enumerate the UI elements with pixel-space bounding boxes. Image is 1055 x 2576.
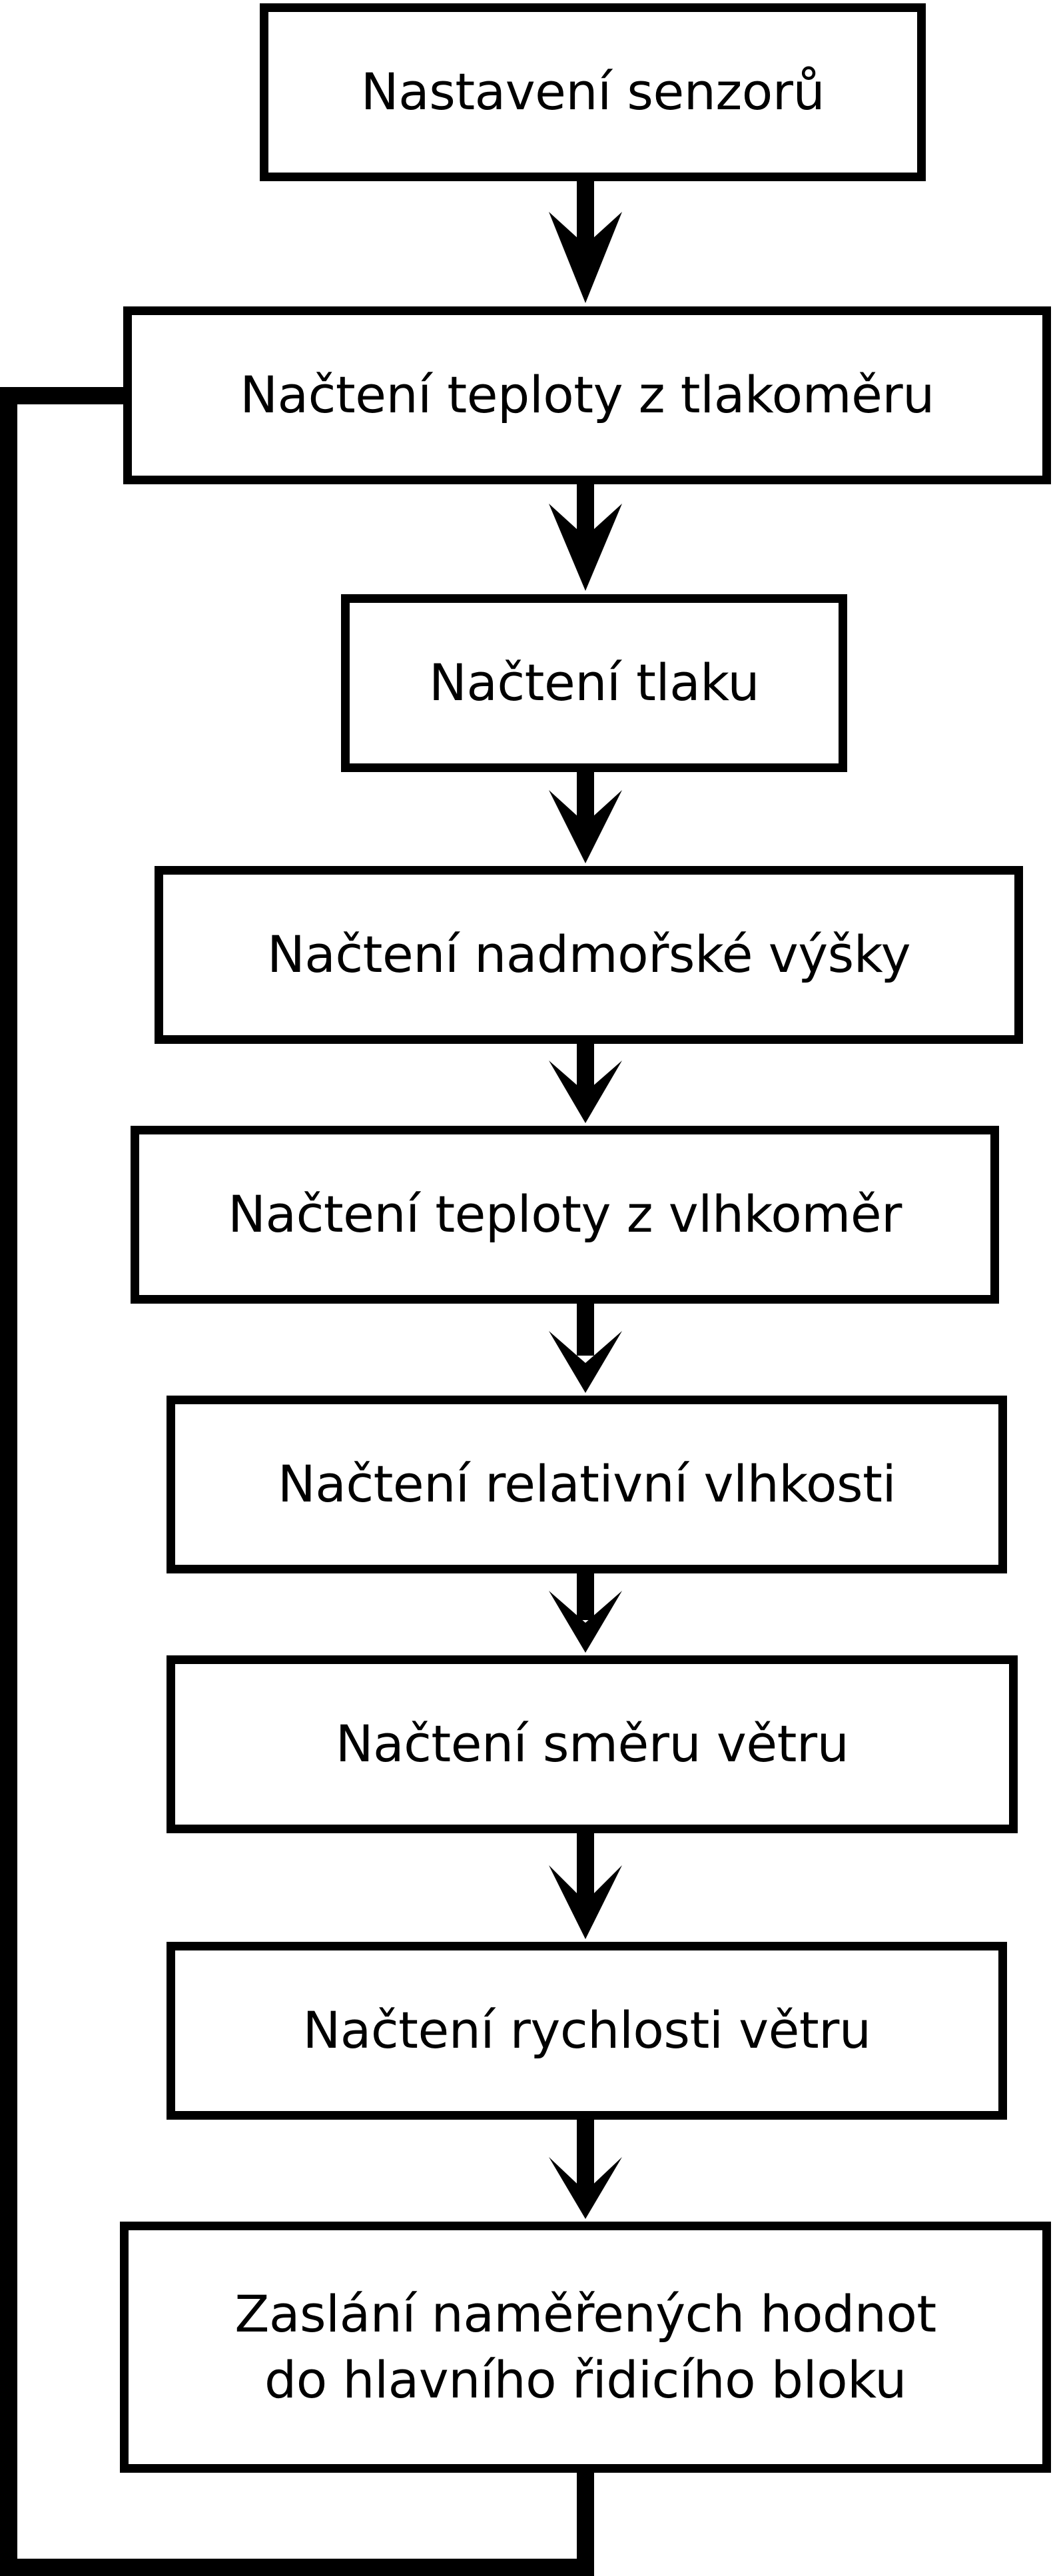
node-nacteni-nadmorske-vysky[interactable]: Načtení nadmořské výšky: [155, 866, 1023, 1044]
node-nacteni-tlaku[interactable]: Načtení tlaku: [341, 594, 847, 772]
node-nacteni-smeru-vetru[interactable]: Načtení směru větru: [167, 1655, 1018, 1833]
arrow-node3-to-node4: [549, 772, 622, 863]
arrow-node8-to-node9: [549, 2120, 622, 2219]
arrow-node2-to-node3: [549, 484, 622, 591]
node-label: Načtení rychlosti větru: [302, 2000, 871, 2060]
node-label: Zaslání naměřených hodnot do hlavního ři…: [234, 2284, 936, 2409]
arrow-node6-to-node7: [549, 1573, 622, 1653]
node-label: Načtení teploty z vlhkoměr: [228, 1184, 902, 1244]
node-label: Načtení tlaku: [428, 653, 760, 713]
node-zaslani-namerenych-hodnot[interactable]: Zaslání naměřených hodnot do hlavního ři…: [120, 2222, 1051, 2473]
node-label: Nastavení senzorů: [360, 62, 825, 122]
arrow-node5-to-node6: [549, 1304, 622, 1393]
node-label: Načtení relativní vlhkosti: [277, 1454, 896, 1514]
node-label: Načtení nadmořské výšky: [266, 925, 911, 985]
node-nacteni-teploty-z-vlhkomeru[interactable]: Načtení teploty z vlhkoměr: [131, 1126, 999, 1304]
node-nacteni-rychlosti-vetru[interactable]: Načtení rychlosti větru: [167, 1942, 1007, 2120]
arrow-node4-to-node5: [549, 1044, 622, 1123]
node-nastaveni-senzoru[interactable]: Nastavení senzorů: [260, 3, 926, 181]
node-nacteni-teploty-z-tlakomeru[interactable]: Načtení teploty z tlakoměru: [123, 306, 1051, 484]
node-nacteni-relativni-vlhkosti[interactable]: Načtení relativní vlhkosti: [167, 1396, 1007, 1573]
node-label: Načtení směru větru: [335, 1714, 849, 1774]
node-label: Načtení teploty z tlakoměru: [240, 365, 934, 425]
arrow-node1-to-node2: [549, 181, 622, 303]
arrow-node7-to-node8: [549, 1833, 622, 1939]
